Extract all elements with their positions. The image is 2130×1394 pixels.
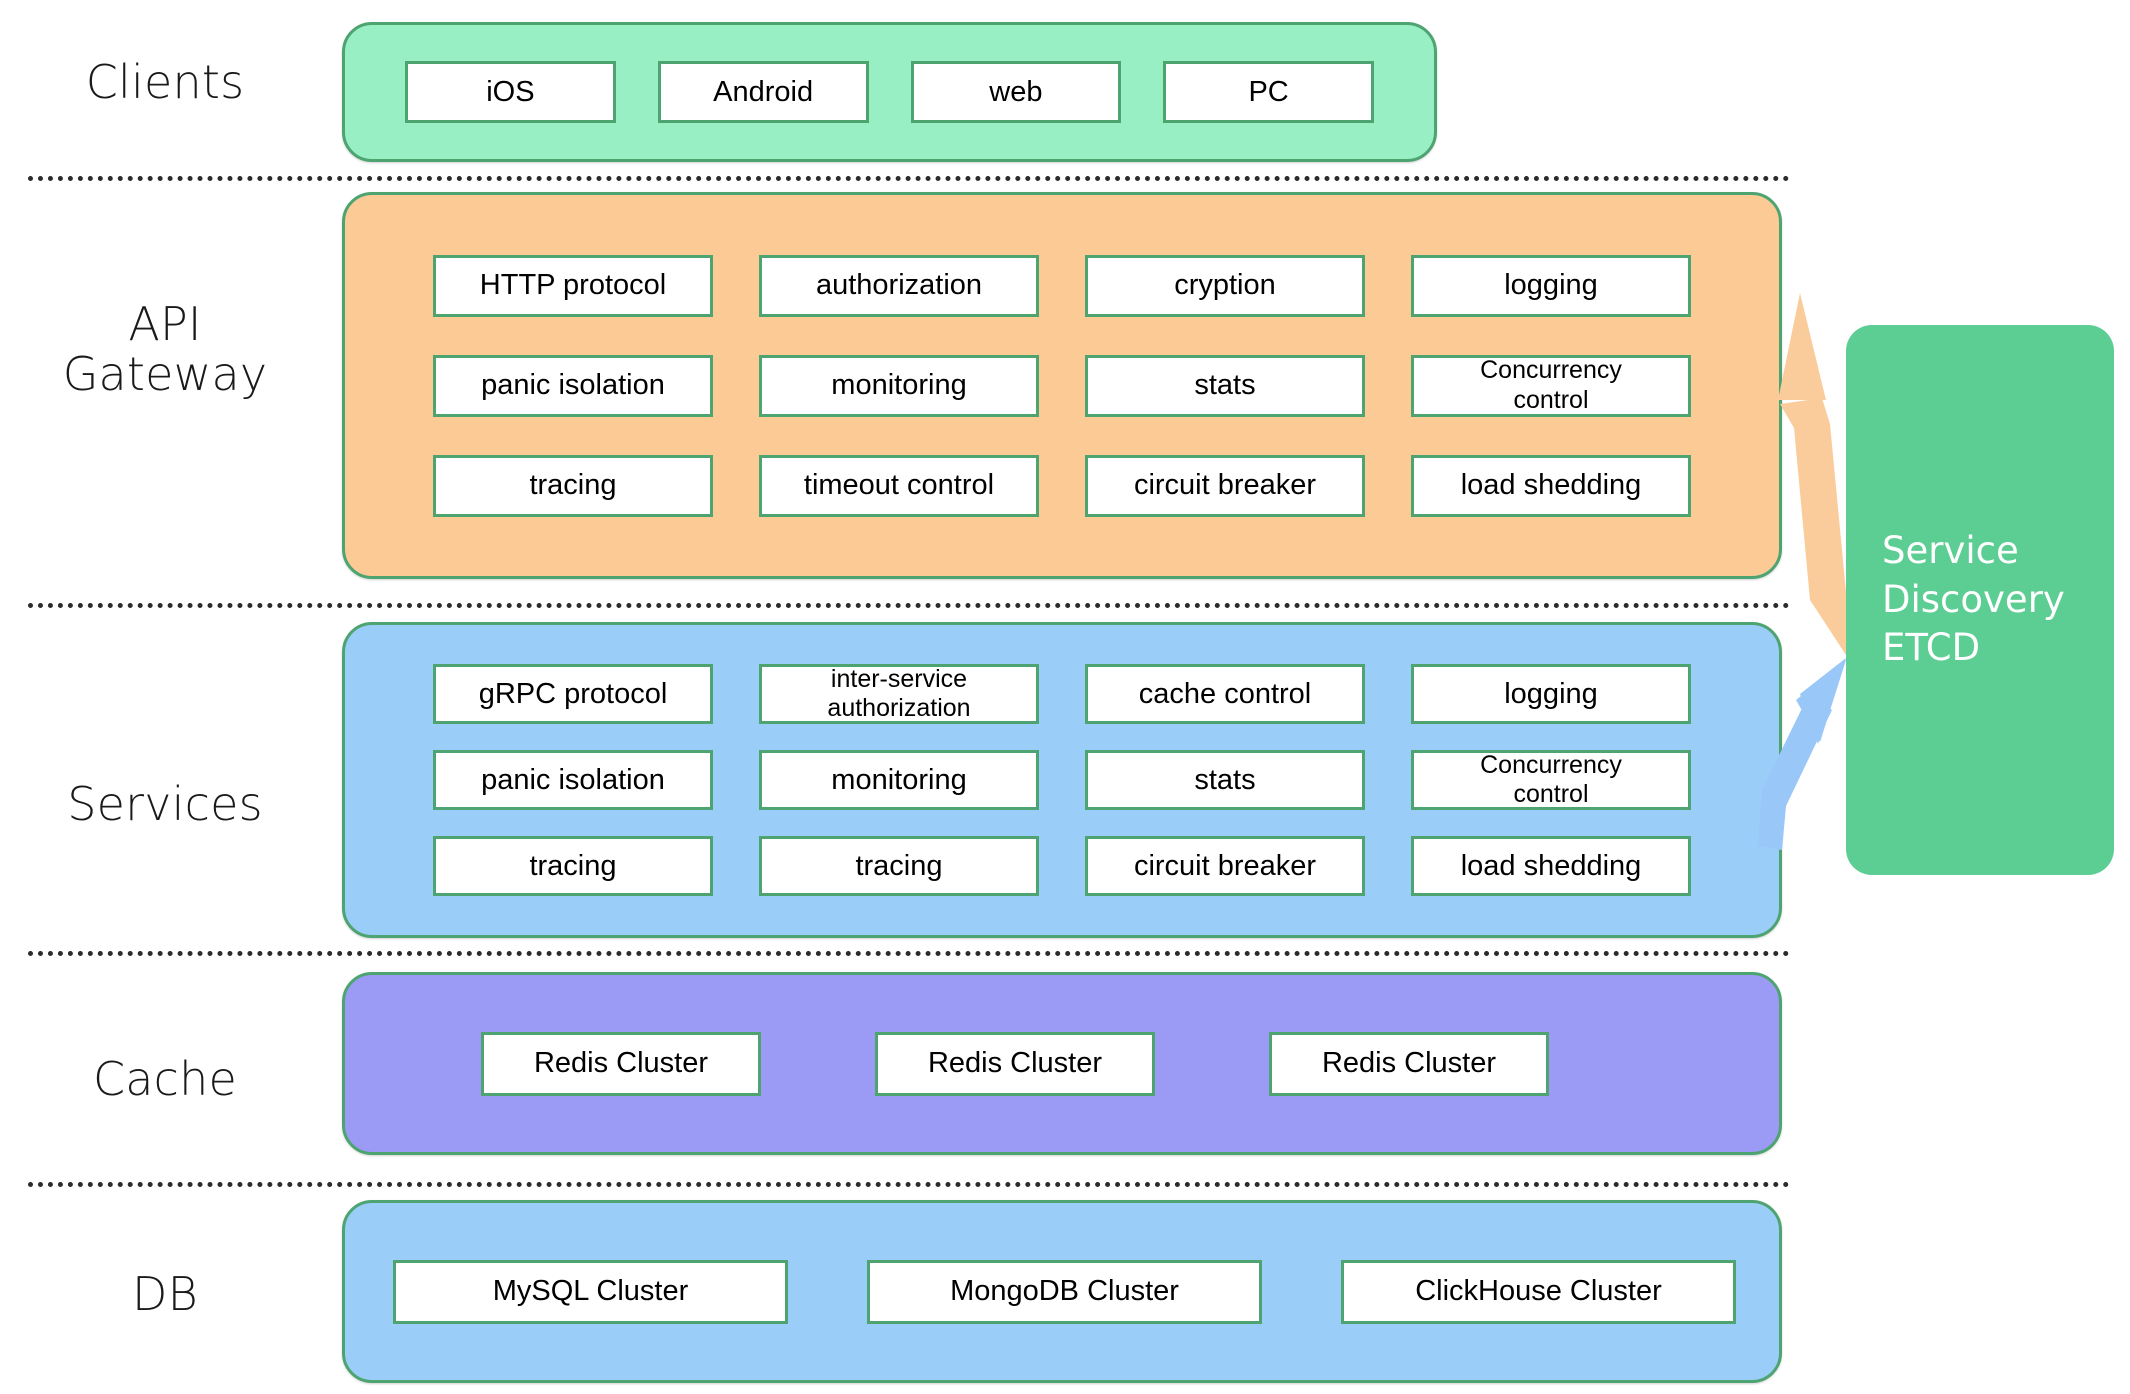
node-redis-cluster-1[interactable]: Redis Cluster [481,1031,761,1096]
node-stats[interactable]: stats [1085,354,1365,417]
divider-services-cache [28,951,1790,956]
node-load-shedding[interactable]: load shedding [1411,454,1691,517]
service-discovery-etcd-block[interactable]: Service Discovery ETCD [1846,325,2114,875]
node-grpc-protocol[interactable]: gRPC protocol [433,664,713,724]
tier-label-services: Services [67,777,263,831]
node-services-load-shedding[interactable]: load shedding [1411,836,1691,896]
etcd-label: Service Discovery ETCD [1882,528,2065,670]
node-web[interactable]: web [910,61,1122,123]
node-monitoring[interactable]: monitoring [759,354,1039,417]
node-pc[interactable]: PC [1163,61,1374,123]
node-logging[interactable]: logging [1411,254,1691,317]
tier-label-cache: Cache [92,1052,238,1106]
node-android[interactable]: Android [657,61,869,123]
tier-band-cache: Redis Cluster Redis Cluster Redis Cluste… [342,972,1782,1155]
node-circuit-breaker[interactable]: circuit breaker [1085,454,1365,517]
tier-label-api-gateway: API Gateway [62,297,268,401]
node-cache-control[interactable]: cache control [1085,664,1365,724]
divider-cache-db [28,1182,1790,1187]
tier-band-services: gRPC protocol inter-service authorizatio… [342,622,1782,938]
node-services-monitoring[interactable]: monitoring [759,750,1039,810]
node-clickhouse-cluster[interactable]: ClickHouse Cluster [1341,1259,1736,1324]
tier-label-db: DB [132,1267,198,1321]
tier-band-db: MySQL Cluster MongoDB Cluster ClickHouse… [342,1200,1782,1383]
node-cryption[interactable]: cryption [1085,254,1365,317]
node-timeout-control[interactable]: timeout control [759,454,1039,517]
node-services-tracing-2[interactable]: tracing [759,836,1039,896]
node-services-panic-isolation[interactable]: panic isolation [433,750,713,810]
node-services-tracing-1[interactable]: tracing [433,836,713,896]
arrow-etcd-to-api-gateway [1778,293,1846,655]
divider-api-services [28,603,1790,608]
node-authorization[interactable]: authorization [759,254,1039,317]
node-tracing[interactable]: tracing [433,454,713,517]
divider-clients-api [28,176,1790,181]
node-panic-isolation[interactable]: panic isolation [433,354,713,417]
node-services-circuit-breaker[interactable]: circuit breaker [1085,836,1365,896]
node-redis-cluster-2[interactable]: Redis Cluster [875,1031,1155,1096]
tier-band-api-gateway: HTTP protocol authorization cryption log… [342,192,1782,579]
node-services-concurrency-control[interactable]: Concurrency control [1411,750,1691,810]
node-services-logging[interactable]: logging [1411,664,1691,724]
node-redis-cluster-3[interactable]: Redis Cluster [1269,1031,1549,1096]
tier-band-clients: iOS Android web PC [342,22,1437,162]
node-mysql-cluster[interactable]: MySQL Cluster [393,1259,788,1324]
node-mongodb-cluster[interactable]: MongoDB Cluster [867,1259,1262,1324]
node-services-stats[interactable]: stats [1085,750,1365,810]
node-http-protocol[interactable]: HTTP protocol [433,254,713,317]
node-concurrency-control[interactable]: Concurrency control [1411,354,1691,417]
node-ios[interactable]: iOS [405,61,616,123]
node-inter-service-authorization[interactable]: inter-service authorization [759,664,1039,724]
tier-label-clients: Clients [85,55,245,109]
